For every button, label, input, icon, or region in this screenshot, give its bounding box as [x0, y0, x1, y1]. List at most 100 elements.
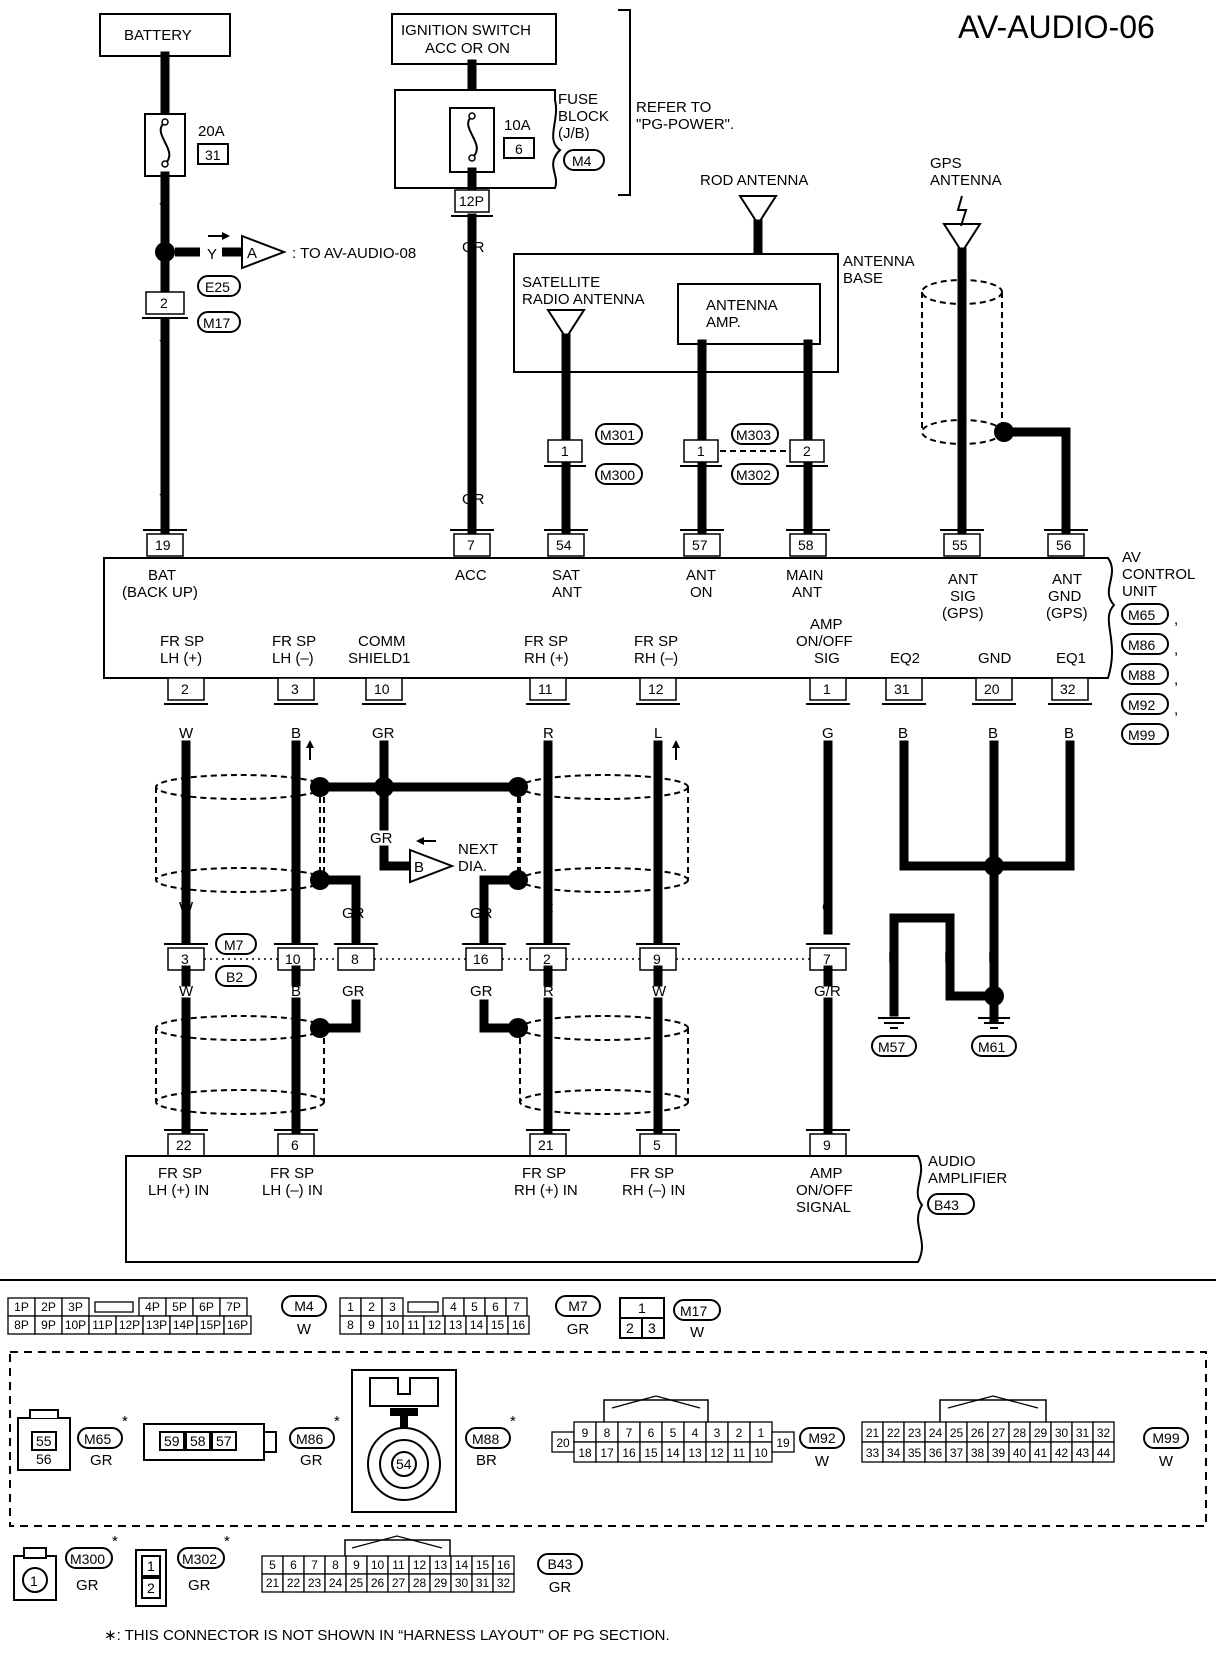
battery-label: BATTERY — [124, 27, 192, 44]
ground-icon — [878, 1017, 910, 1029]
wire-color-b: B — [1064, 725, 1074, 742]
connector-pin: 8 — [332, 1558, 339, 1572]
pin-label: EQ1 — [1056, 650, 1086, 667]
wire-color-w: W — [652, 983, 667, 1000]
pin-label: FR SP — [634, 633, 678, 650]
svg-text:3: 3 — [291, 681, 299, 697]
diagram-title: AV-AUDIO-06 — [958, 9, 1155, 45]
off-page-mark: A — [247, 245, 257, 262]
svg-text:59: 59 — [164, 1433, 180, 1449]
svg-text:,: , — [1174, 611, 1178, 628]
ground-m57: M57 — [878, 1039, 905, 1055]
fuse-block-label: FUSE — [558, 91, 598, 108]
pin-label: LH (–) IN — [262, 1182, 323, 1199]
fuse-block-label: (J/B) — [558, 125, 590, 142]
fuse-10a-rating: 10A — [504, 117, 531, 134]
connector-m4: M4 — [572, 153, 592, 169]
connector-pin: 11 — [407, 1318, 420, 1332]
gps-label: GPS — [930, 155, 962, 172]
connector-pin: 15 — [491, 1318, 505, 1332]
pin-label: (GPS) — [1046, 605, 1088, 622]
connector-pin: 30 — [455, 1576, 469, 1590]
off-page-connector-a — [241, 234, 287, 270]
pin-label: ON/OFF — [796, 1182, 853, 1199]
connector-pin: 7 — [626, 1426, 633, 1440]
connector-pin: 2 — [368, 1300, 375, 1314]
svg-text:GR: GR — [300, 1452, 323, 1469]
pin-label: LH (+) — [160, 650, 202, 667]
connector-pin: 28 — [413, 1576, 427, 1590]
antenna-amp-label: ANTENNA — [706, 297, 778, 314]
antenna-amp — [677, 283, 821, 345]
fuse-10a-number: 6 — [515, 141, 523, 157]
svg-text:12: 12 — [648, 681, 664, 697]
refer-bracket — [618, 9, 631, 196]
fuse-20a-icon — [159, 121, 171, 165]
svg-text:8: 8 — [351, 951, 359, 967]
connector-pin: 6 — [492, 1300, 499, 1314]
av-unit-label: CONTROL — [1122, 566, 1195, 583]
pin-label: SIG — [950, 588, 976, 605]
ignition-switch-box — [391, 13, 557, 65]
gps-label: ANTENNA — [930, 172, 1002, 189]
svg-text:M86: M86 — [1128, 637, 1155, 653]
connector-pin: 14P — [173, 1318, 194, 1332]
connector-tag: M7 — [568, 1298, 588, 1314]
connector-view-m300: 1 M300 * GR — [13, 1533, 118, 1601]
connector-pin: 31 — [476, 1576, 490, 1590]
connector-pin: 5 — [269, 1558, 276, 1572]
svg-text:56: 56 — [36, 1451, 52, 1467]
connector-pin: 3 — [714, 1426, 721, 1440]
pin-label: SAT — [552, 567, 580, 584]
pin-label: ACC — [455, 567, 487, 584]
wire-color-b: B — [988, 949, 998, 966]
connector-m302: M302 — [736, 467, 771, 483]
connector-color: W — [815, 1453, 830, 1470]
svg-text:*: * — [224, 1533, 230, 1550]
wire-color-r: R — [543, 725, 554, 742]
next-dia-label: DIA. — [458, 858, 487, 875]
wire-color-y: Y — [159, 491, 169, 508]
connector-pin: 11 — [392, 1558, 405, 1572]
connector-pin: 24 — [329, 1576, 343, 1590]
av-top-pins: 19 7 54 57 58 55 56 — [143, 529, 1088, 557]
svg-text:32: 32 — [1060, 681, 1076, 697]
svg-text:GR: GR — [76, 1577, 99, 1594]
pin-number: 1 — [697, 443, 705, 459]
pin-label: ANT — [552, 584, 582, 601]
wire-color-r: R — [543, 983, 554, 1000]
connector-color: W — [297, 1321, 312, 1338]
connector-pin: 20 — [556, 1436, 570, 1450]
connector-view-m86: 59 58 57 M86 * GR — [143, 1413, 340, 1469]
svg-text:9: 9 — [823, 1137, 831, 1153]
connector-pin: 21 — [266, 1576, 280, 1590]
connector-pin: 12 — [413, 1558, 427, 1572]
pin-label: COMM — [358, 633, 406, 650]
connector-pin: 44 — [1097, 1446, 1111, 1460]
connector-m7: M7 — [224, 937, 244, 953]
connector-pin: 9 — [353, 1558, 360, 1572]
wire-color-b: B — [944, 949, 954, 966]
connector-pin: 36 — [929, 1446, 943, 1460]
connector-pin: 5 — [471, 1300, 478, 1314]
wire-color-g: G — [822, 899, 834, 916]
mid-connectors: 3 10 8 16 2 9 7 — [164, 943, 850, 971]
svg-text:BR: BR — [476, 1452, 497, 1469]
connector-pin: 18 — [578, 1446, 592, 1460]
refer-label: "PG-POWER". — [636, 116, 734, 133]
svg-text:*: * — [334, 1413, 340, 1430]
svg-text:16: 16 — [473, 951, 489, 967]
amp-pins: 22 6 21 5 9 — [164, 1129, 850, 1157]
connector-pin: 29 — [434, 1576, 448, 1590]
svg-text:2: 2 — [543, 951, 551, 967]
svg-text:GR: GR — [188, 1577, 211, 1594]
fuse-10a-icon — [467, 115, 478, 159]
connector-pin: 12P — [119, 1318, 140, 1332]
antenna-icon — [546, 309, 586, 340]
arrow-right-icon — [222, 232, 230, 240]
connector-pin: 16 — [512, 1318, 526, 1332]
connector-pin: 7 — [513, 1300, 520, 1314]
connector-pin: 10 — [754, 1446, 768, 1460]
